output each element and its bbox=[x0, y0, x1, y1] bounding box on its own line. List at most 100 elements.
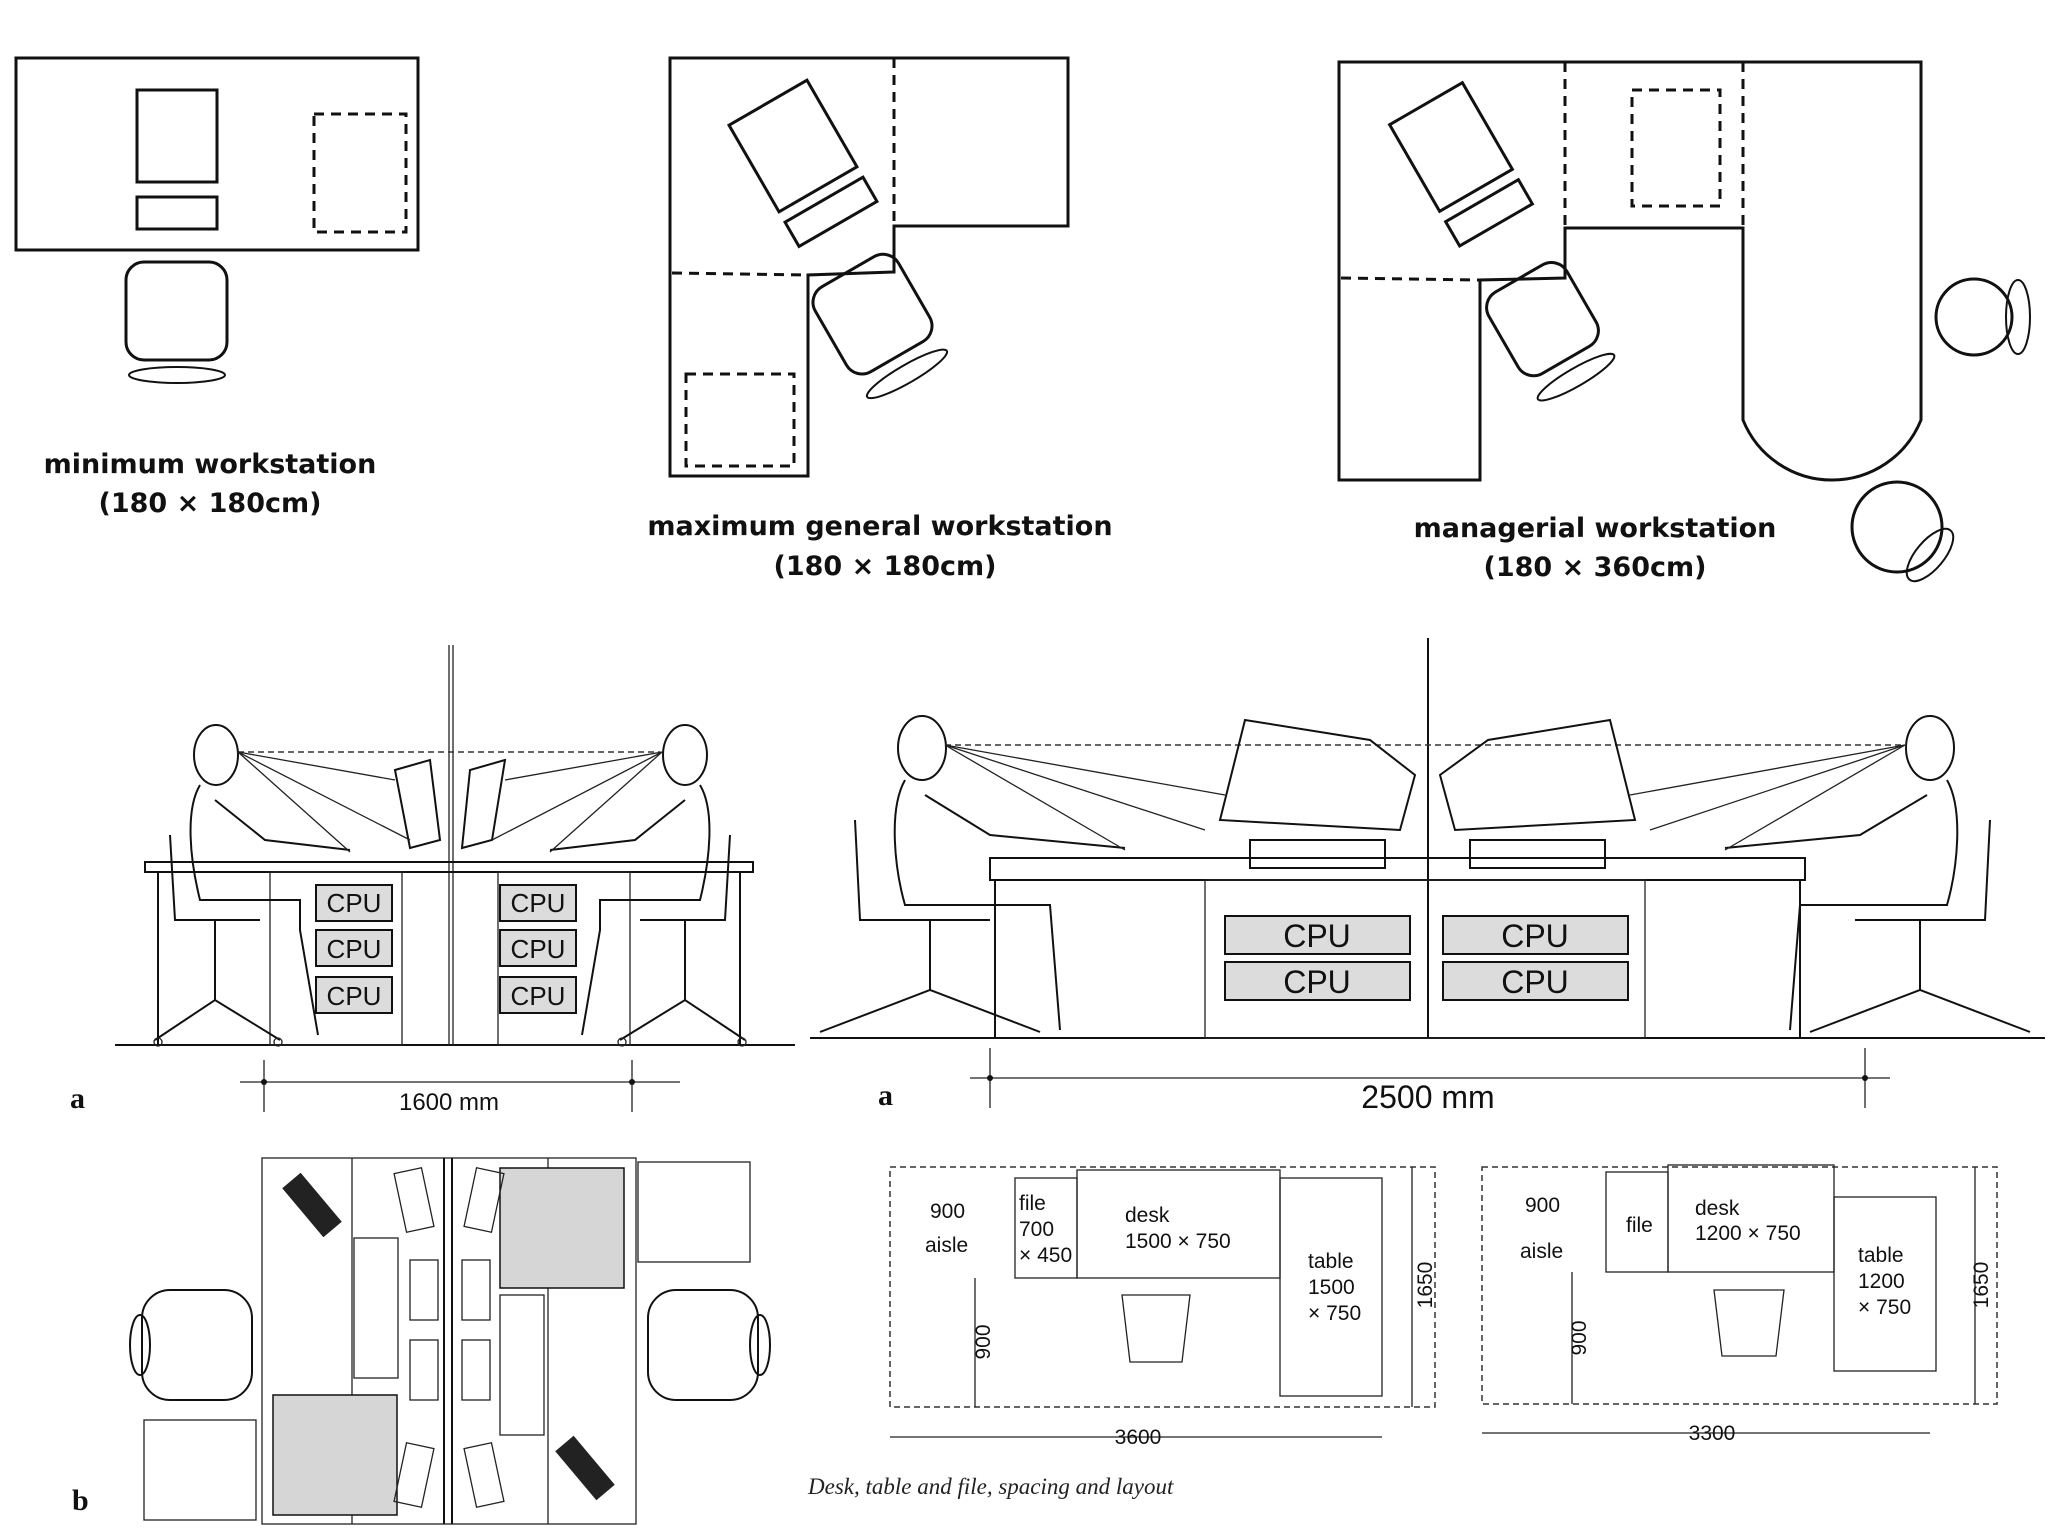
keyboard-top bbox=[282, 1172, 342, 1238]
plan-b: b bbox=[72, 1157, 771, 1525]
cpu-label: CPU bbox=[511, 888, 566, 918]
cpu-label: CPU bbox=[1501, 918, 1569, 954]
divider-dashed-3 bbox=[1340, 276, 1481, 282]
chair-seat bbox=[1485, 261, 1600, 378]
desktop bbox=[144, 861, 754, 873]
cpu-label: CPU bbox=[511, 981, 566, 1011]
chair-seat bbox=[124, 260, 229, 362]
monitor bbox=[1387, 80, 1515, 214]
cpu-label: CPU bbox=[327, 888, 382, 918]
dimension-1600: 1600 mm bbox=[399, 1089, 499, 1116]
table-dim-2: × 750 bbox=[1308, 1302, 1361, 1325]
maximum-workstation-title: maximum general workstation bbox=[647, 511, 1112, 542]
keyboard bbox=[135, 195, 219, 231]
managerial-desk-outline bbox=[1337, 60, 1923, 482]
desktop bbox=[989, 857, 1806, 881]
maximum-workstation-size: (180 × 180cm) bbox=[774, 551, 997, 582]
desk-label: desk bbox=[1695, 1197, 1740, 1220]
seated-person-left bbox=[893, 715, 1226, 1031]
cpu-box bbox=[1442, 961, 1629, 1001]
aisle-label: aisle bbox=[925, 1234, 968, 1257]
monitor-left bbox=[393, 758, 442, 850]
file-dim-2: × 450 bbox=[1019, 1244, 1072, 1267]
minimum-workstation-plan: minimum workstation (180 × 180cm) bbox=[14, 56, 420, 519]
chair-seat bbox=[811, 252, 934, 376]
dimension-dot-2 bbox=[1862, 1075, 1868, 1081]
width-3300: 3300 bbox=[1689, 1422, 1736, 1445]
depth-1650: 1650 bbox=[1970, 1262, 1993, 1309]
desk-dim: 1200 × 750 bbox=[1695, 1222, 1801, 1245]
desk-dim: 1500 × 750 bbox=[1125, 1230, 1231, 1253]
aisle-width: 900 bbox=[930, 1200, 965, 1223]
keypad-panels bbox=[353, 1237, 545, 1436]
clearance-900: 900 bbox=[1568, 1320, 1591, 1355]
office-chair-left bbox=[819, 819, 1041, 1033]
managerial-workstation-title: managerial workstation bbox=[1414, 513, 1777, 544]
dimension-dot bbox=[261, 1079, 267, 1085]
monitor bbox=[135, 88, 219, 184]
monitor-columns bbox=[393, 1166, 505, 1509]
cpu-label: CPU bbox=[327, 981, 382, 1011]
cpu-cabinet-right bbox=[497, 871, 631, 1046]
grey-desk-bottom bbox=[272, 1394, 398, 1516]
monitor-right bbox=[460, 758, 507, 850]
aisle-width: 900 bbox=[1525, 1194, 1560, 1217]
maximum-workstation-plan: maximum general workstation (180 × 180cm… bbox=[647, 56, 1113, 582]
depth-1650: 1650 bbox=[1414, 1262, 1437, 1309]
chair-bin bbox=[1121, 1294, 1191, 1363]
chair-back bbox=[128, 366, 226, 384]
dimension-dot bbox=[987, 1075, 993, 1081]
cpu-box bbox=[499, 929, 577, 967]
monitor-right bbox=[1438, 718, 1637, 869]
plan-outline bbox=[261, 1157, 637, 1525]
file-cabinet-dashed bbox=[684, 372, 796, 468]
desk-outline bbox=[14, 56, 420, 252]
chair-left bbox=[129, 1289, 253, 1401]
office-chair-left bbox=[153, 834, 283, 1047]
seated-person-right bbox=[1629, 715, 1959, 1031]
cpu-box bbox=[315, 976, 393, 1014]
seated-person-left bbox=[189, 724, 411, 1036]
minimum-workstation-size: (180 × 180cm) bbox=[99, 488, 322, 519]
side-table-top bbox=[637, 1161, 751, 1263]
cpu-box bbox=[499, 884, 577, 922]
cpu-box bbox=[1224, 915, 1411, 955]
desk-block bbox=[1667, 1164, 1835, 1273]
cpu-label: CPU bbox=[511, 934, 566, 964]
monitor-left bbox=[1218, 718, 1417, 869]
office-chair-right bbox=[1809, 819, 2031, 1033]
cpu-cabinet-left bbox=[269, 871, 403, 1046]
table-block bbox=[1833, 1196, 1937, 1372]
l-desk-outline bbox=[668, 56, 1070, 478]
table-dim-1: 1500 bbox=[1308, 1276, 1355, 1299]
keyboard bbox=[1443, 177, 1535, 248]
file-label: file bbox=[1019, 1192, 1046, 1215]
visitor-chair-2 bbox=[1850, 480, 1955, 583]
desk-label: desk bbox=[1125, 1204, 1170, 1227]
file-dim-1: 700 bbox=[1019, 1218, 1054, 1241]
layout-caption: Desk, table and file, spacing and layout bbox=[807, 1474, 1174, 1499]
divider-dashed-2 bbox=[671, 271, 809, 277]
cpu-box bbox=[499, 976, 577, 1014]
chair-bin bbox=[1713, 1289, 1785, 1357]
layout-boundary bbox=[1481, 1166, 1998, 1405]
cpu-label: CPU bbox=[327, 934, 382, 964]
office-chair-right bbox=[617, 834, 747, 1047]
cpu-box bbox=[315, 884, 393, 922]
elevation-2500: CPU CPU CPU CPU bbox=[810, 638, 2045, 1115]
figure-label-a: a bbox=[70, 1082, 85, 1115]
aisle-label: aisle bbox=[1520, 1240, 1563, 1263]
minimum-workstation-title: minimum workstation bbox=[44, 449, 377, 480]
side-table-bottom bbox=[143, 1419, 257, 1521]
cpu-label: CPU bbox=[1283, 918, 1351, 954]
dimension-dot-2 bbox=[629, 1079, 635, 1085]
table-label: table bbox=[1858, 1244, 1904, 1267]
cpu-label: CPU bbox=[1501, 964, 1569, 1000]
width-3600: 3600 bbox=[1115, 1426, 1162, 1449]
table-dim-1: 1200 bbox=[1858, 1270, 1905, 1293]
cpu-label: CPU bbox=[1283, 964, 1351, 1000]
chair-back bbox=[865, 348, 949, 400]
grey-desk-top bbox=[499, 1167, 625, 1289]
file-cabinet-dashed bbox=[1630, 88, 1722, 208]
